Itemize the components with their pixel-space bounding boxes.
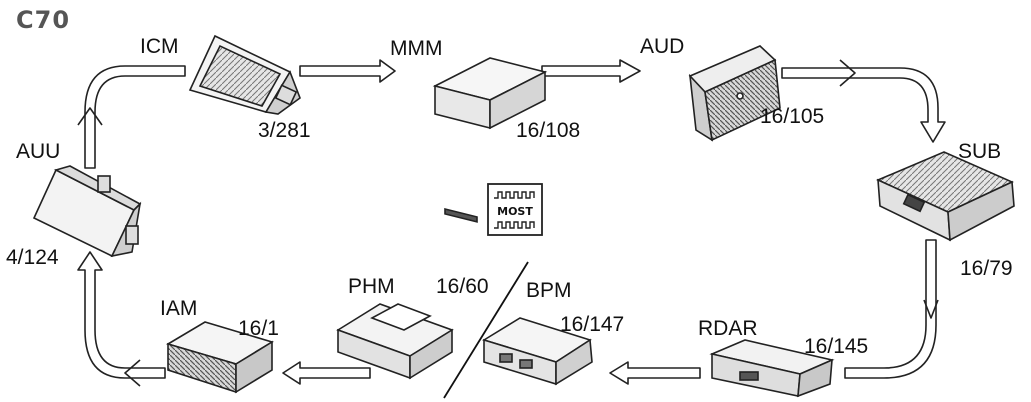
most-bus-label: MOST [497, 205, 533, 218]
rdar-code-label: 16/145 [804, 335, 869, 358]
phm-module-image [336, 303, 454, 380]
rdar-module-image [709, 339, 835, 398]
icm-name-label: ICM [140, 35, 179, 58]
phm-code-label: 16/60 [436, 275, 489, 298]
auu-code-label: 4/124 [6, 246, 59, 269]
sub-module-image [876, 151, 1015, 242]
auu-name-label: AUU [16, 140, 61, 163]
phm-name-label: PHM [348, 275, 395, 298]
sub-code-label: 16/79 [960, 257, 1013, 280]
connector-aud-sub [781, 59, 946, 143]
iam-module-image [166, 321, 274, 394]
bpm-module-image [482, 317, 593, 386]
sub-name-label: SUB [958, 140, 1002, 163]
rdar-name-label: RDAR [698, 317, 758, 340]
bpm-name-label: BPM [526, 279, 572, 302]
mmm-code-label: 16/108 [516, 119, 581, 142]
mmm-module-image [432, 57, 548, 223]
connector-mmm-aud [541, 59, 641, 83]
most-bus-symbol: MOST [487, 183, 543, 236]
auu-module-image [32, 165, 142, 258]
bpm-code-label: 16/147 [560, 313, 625, 336]
figure-label: C70 [16, 6, 71, 34]
connector-rdar-bpm [609, 361, 701, 385]
connector-icm-mmm [299, 59, 396, 83]
icm-module-image [188, 34, 301, 115]
connector-iam-auu [77, 251, 166, 387]
icm-code-label: 3/281 [258, 119, 311, 142]
aud-code-label: 16/105 [760, 105, 825, 128]
ring-connections [77, 59, 946, 399]
iam-code-label: 16/1 [238, 317, 279, 340]
aud-name-label: AUD [640, 35, 685, 58]
iam-name-label: IAM [160, 297, 198, 320]
phm-bpm-divider [443, 261, 529, 399]
connector-auu-icm [77, 65, 186, 169]
mmm-name-label: MMM [390, 37, 443, 60]
connector-sub-rdar [844, 239, 939, 379]
connector-phm-iam [282, 361, 371, 385]
aud-module-image [688, 45, 781, 142]
